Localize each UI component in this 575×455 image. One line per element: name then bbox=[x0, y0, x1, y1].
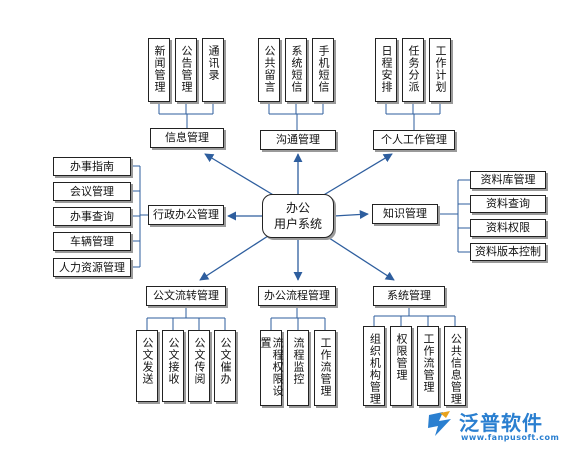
arrow-to-personal bbox=[321, 153, 393, 197]
doc-item-send: 公文发送 bbox=[136, 330, 158, 402]
arrow-to-knowledge bbox=[333, 209, 369, 220]
center-node: 办公 用户系统 bbox=[262, 194, 334, 238]
arrow-to-info bbox=[204, 153, 276, 197]
doc-flow-node: 公文流转管理 bbox=[146, 286, 226, 306]
sys-item-permission: 权限管理 bbox=[390, 326, 412, 406]
comm-item-mobile-sms: 手机短信 bbox=[312, 38, 334, 102]
sys-item-workflow: 工作流管理 bbox=[417, 326, 439, 406]
center-line1: 办公 bbox=[285, 200, 310, 215]
personal-work-node: 个人工作管理 bbox=[373, 130, 455, 150]
doc-item-urge: 公文催办 bbox=[214, 330, 236, 402]
workflow-node: 办公流程管理 bbox=[258, 286, 336, 306]
knowledge-item-query: 资料查询 bbox=[470, 195, 546, 213]
info-item-news: 新闻管理 bbox=[148, 38, 170, 102]
comm-management-node: 沟通管理 bbox=[260, 130, 336, 150]
info-item-notice: 公告管理 bbox=[175, 38, 197, 102]
doc-item-receive: 公文接收 bbox=[162, 330, 184, 402]
flow-item-permission: 流程权限设置 bbox=[259, 330, 284, 406]
arrow-to-doc bbox=[199, 235, 269, 281]
logo-brand-text: 泛普软件 bbox=[459, 411, 543, 435]
comm-item-sms: 系统短信 bbox=[285, 38, 307, 102]
sys-item-public-info: 公共信息管理 bbox=[444, 326, 466, 406]
knowledge-item-permission: 资料权限 bbox=[470, 219, 546, 237]
center-line2: 用户系统 bbox=[273, 217, 322, 231]
info-management-node: 信息管理 bbox=[150, 128, 224, 148]
admin-item-query: 办事查询 bbox=[53, 207, 131, 226]
sys-item-org: 组织机构管理 bbox=[363, 326, 385, 406]
logo-mark-icon bbox=[428, 411, 451, 436]
doc-item-circulate: 公文传阅 bbox=[188, 330, 210, 402]
system-node: 系统管理 bbox=[373, 286, 445, 306]
admin-item-vehicle: 车辆管理 bbox=[53, 232, 131, 251]
knowledge-item-version: 资料版本控制 bbox=[470, 243, 546, 261]
flow-item-workflow: 工作流管理 bbox=[314, 330, 336, 406]
admin-item-guide: 办事指南 bbox=[53, 157, 131, 176]
flow-item-monitor: 流程监控 bbox=[287, 330, 309, 406]
personal-item-plan: 工作计划 bbox=[429, 38, 451, 102]
personal-item-schedule: 日程安排 bbox=[375, 38, 397, 102]
admin-item-meeting: 会议管理 bbox=[53, 182, 131, 201]
brand-logo: 泛普软件 www.fanpusoft.com bbox=[425, 405, 565, 445]
admin-office-node: 行政办公管理 bbox=[148, 205, 224, 225]
knowledge-node: 知识管理 bbox=[372, 204, 438, 224]
arrow-to-system bbox=[325, 235, 395, 281]
logo-url-text: www.fanpusoft.com bbox=[461, 433, 560, 442]
knowledge-item-library: 资料库管理 bbox=[470, 171, 546, 189]
admin-item-hr: 人力资源管理 bbox=[53, 258, 131, 277]
comm-item-message: 公共留言 bbox=[258, 38, 280, 102]
info-item-contacts: 通讯录 bbox=[202, 38, 224, 102]
personal-item-task: 任务分派 bbox=[402, 38, 424, 102]
